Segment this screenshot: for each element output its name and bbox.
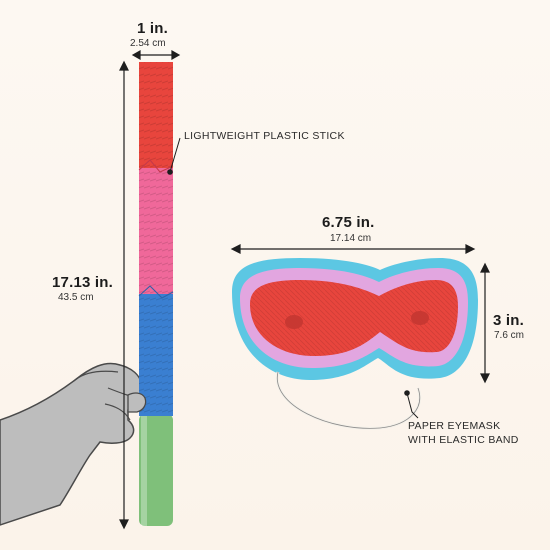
mask-width-imperial: 6.75 in. bbox=[322, 214, 375, 231]
mask-label-line1: PAPER EYEMASK bbox=[408, 420, 501, 432]
paper-eyemask bbox=[232, 258, 478, 430]
stick-width-imperial: 1 in. bbox=[137, 20, 169, 37]
stick-length-metric: 43.5 cm bbox=[58, 292, 94, 303]
stick-label: LIGHTWEIGHT PLASTIC STICK bbox=[184, 130, 345, 142]
stick-width-metric: 2.54 cm bbox=[130, 38, 166, 49]
stick-length-imperial: 17.13 in. bbox=[52, 274, 114, 291]
thumb-shape bbox=[127, 392, 147, 413]
pinata-stick bbox=[138, 62, 174, 526]
mask-width-metric: 17.14 cm bbox=[330, 233, 372, 244]
mask-label-line2: WITH ELASTIC BAND bbox=[408, 434, 519, 446]
mask-height-metric: 7.6 cm bbox=[494, 330, 525, 341]
dimension-lines bbox=[119, 49, 490, 530]
mask-height-imperial: 3 in. bbox=[493, 312, 525, 329]
hand-outline bbox=[0, 362, 143, 526]
